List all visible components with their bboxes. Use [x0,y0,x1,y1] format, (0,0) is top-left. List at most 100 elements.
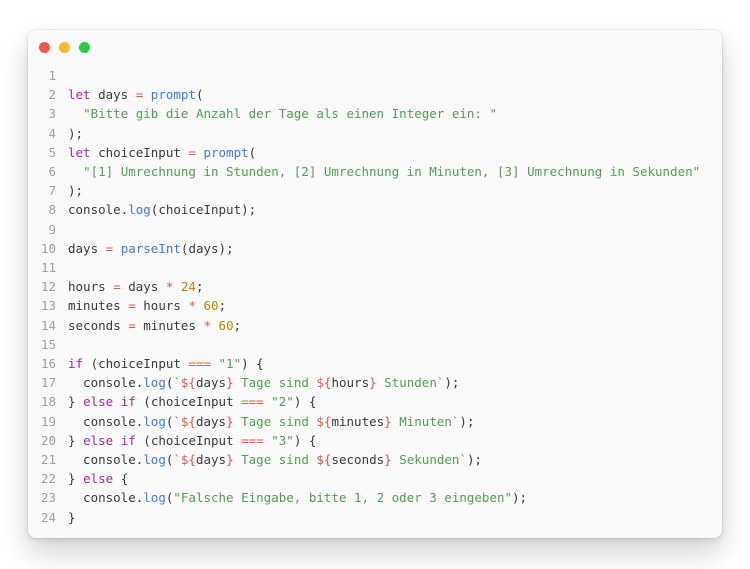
token-string: Tage sind [233,413,317,429]
token-plain: (choiceInput); [150,202,257,218]
code-line: 22} else { [38,469,708,488]
token-plain: ( [165,375,174,391]
code-line-content: hours = days * 24; [68,277,708,296]
code-line-content: ); [68,181,708,200]
code-line-content: console.log(choiceInput); [68,200,708,219]
token-plain: console. [68,375,144,391]
token-plain: (choiceInput [135,432,242,448]
line-number: 22 [40,471,56,487]
code-line-content: console.log("Falsche Eingabe, bitte 1, 2… [68,488,708,507]
token-plain: console. [68,202,129,218]
code-line-content: "[1] Umrechnung in Stunden, [2] Umrechnu… [68,162,708,181]
line-number: 24 [40,509,56,525]
code-line: 7); [38,181,708,200]
token-plain: ); [68,183,84,199]
line-number: 13 [40,298,56,314]
code-line-content [68,335,708,354]
code-line: 6 "[1] Umrechnung in Stunden, [2] Umrech… [38,162,708,181]
line-number: 11 [40,260,56,276]
token-string: ` [173,375,181,391]
code-line: 3 "Bitte gib die Anzahl der Tage als ein… [38,104,708,123]
token-plain: console. [68,413,144,429]
token-plain: hours [68,279,114,295]
line-number: 3 [48,106,56,122]
code-line: 9 [38,220,708,239]
token-plain: ( [165,452,174,468]
token-plain: ); [459,413,475,429]
window-titlebar[interactable] [28,30,722,53]
token-operator: === [188,356,211,372]
token-plain: ) { [293,432,317,448]
token-plain: days [120,279,166,295]
code-line: 15 [38,335,708,354]
token-plain [113,394,121,409]
token-function: log [143,490,166,506]
token-plain: ( [165,413,174,429]
token-string: "Bitte gib die Anzahl der Tage als einen… [83,106,497,122]
token-operator: === [241,432,264,448]
token-operator: = [188,144,196,160]
token-plain: ( [195,87,204,103]
code-line: 23 console.log("Falsche Eingabe, bitte 1… [38,488,708,507]
zoom-button[interactable] [79,42,90,53]
token-plain: ); [466,452,483,468]
token-string: ` [173,452,181,468]
token-plain: days [195,375,227,391]
token-operator: ${ [316,452,332,468]
line-number: 1 [48,68,56,83]
token-plain [211,318,219,333]
token-operator: = [128,298,136,314]
close-button[interactable] [39,42,50,53]
token-string: "[1] Umrechnung in Stunden, [2] Umrechnu… [83,164,701,180]
line-number: 12 [40,279,56,295]
token-string: "Falsche Eingabe, bitte 1, 2 oder 3 eing… [173,490,513,506]
token-keyword: let [68,144,91,160]
line-number: 8 [48,202,56,218]
line-number: 23 [40,490,56,506]
code-line-content: console.log(`${days} Tage sind ${seconds… [68,450,708,469]
token-plain: } [68,394,84,410]
line-number: 6 [48,164,56,180]
code-line: 17 console.log(`${days} Tage sind ${hour… [38,373,708,392]
code-line-content: } else if (choiceInput === "3") { [68,431,708,450]
token-operator: } [384,452,392,468]
token-plain: console. [68,452,144,468]
line-number: 5 [48,144,56,160]
token-string: "3" [271,432,294,448]
code-line-content: ); [68,124,708,143]
token-plain: seconds [68,317,129,333]
line-number: 2 [48,87,56,103]
code-line: 4); [38,124,708,143]
token-operator: = [113,279,121,295]
line-number: 10 [40,240,56,256]
token-operator: ${ [316,375,332,391]
code-line-content: } else if (choiceInput === "2") { [68,392,708,411]
token-plain: ; [195,279,204,295]
code-line-content: let days = prompt( [68,85,708,104]
token-operator: } [226,413,234,429]
token-function: prompt [203,144,249,160]
code-line-content: days = parseInt(days); [68,239,708,258]
code-line-content [68,258,708,277]
token-keyword: else [83,471,114,487]
code-line: 21 console.log(`${days} Tage sind ${seco… [38,450,708,469]
token-operator: * [203,317,212,333]
token-plain: days [68,240,106,256]
code-line: 12 hours = days * 24; [38,277,708,296]
code-line: 11 [38,258,708,277]
token-plain: days [195,452,227,468]
minimize-button[interactable] [59,42,70,53]
token-plain: } [68,509,76,525]
token-operator: = [128,317,136,333]
token-plain [68,164,83,179]
token-plain: } [68,432,84,448]
token-operator: = [105,240,114,256]
token-operator: === [241,394,264,410]
token-plain: hours [135,298,189,314]
